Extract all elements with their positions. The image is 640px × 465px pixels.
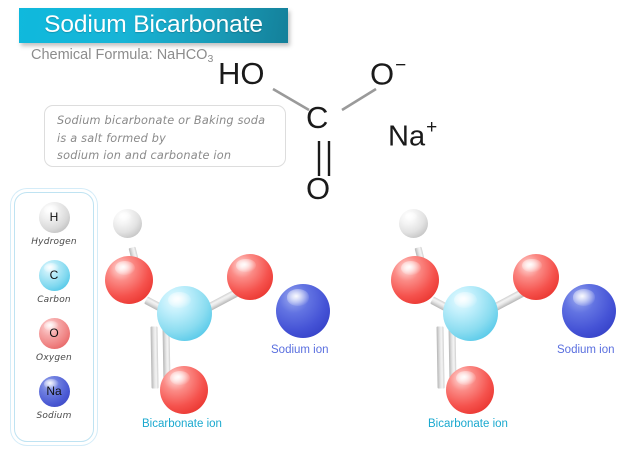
structure-sodium-charge: + [426, 117, 438, 138]
atom-highlight [168, 291, 192, 308]
carbon-sphere-icon: C [38, 260, 70, 291]
description-line-1: Sodium bicarbonate or Baking soda [57, 114, 266, 127]
structure-oxide-charge: − [395, 55, 407, 76]
legend-item-carbon: C Carbon [15, 260, 93, 318]
chemical-formula-subscript: 3 [207, 52, 214, 65]
sodium-label: Sodium [36, 411, 72, 421]
sodium-sphere-icon: Na [38, 376, 70, 407]
atom-sodium-ion [562, 284, 616, 338]
structure-oxide-symbol: O [370, 56, 395, 92]
hydrogen-label: Hydrogen [31, 237, 77, 247]
atom-highlight [169, 370, 190, 386]
legend-item-hydrogen: H Hydrogen [15, 202, 93, 260]
atom-oxygen-carbonyl [160, 366, 208, 414]
atom-highlight [404, 211, 417, 221]
bond-c-o-double-a [436, 326, 445, 389]
carbon-symbol: C [49, 268, 59, 282]
structural-formula: HO C O− O Na+ [190, 48, 470, 213]
page-title: Sodium Bicarbonate [44, 11, 263, 39]
structure-atom-hydroxyl: HO [218, 56, 265, 91]
atom-highlight [400, 260, 421, 276]
hydrogen-symbol: H [49, 210, 59, 224]
atom-carbon-center [157, 286, 212, 341]
legend-item-oxygen: O Oxygen [15, 318, 93, 376]
carbon-label: Carbon [37, 295, 71, 305]
atom-highlight [286, 289, 310, 306]
molecule-model-left: Bicarbonate ion Sodium ion [96, 196, 356, 446]
atom-legend-panel: H Hydrogen C Carbon O Oxygen Na Sodium [14, 192, 94, 442]
atom-carbon-center [443, 286, 498, 341]
bicarbonate-ion-label: Bicarbonate ion [428, 418, 508, 430]
atom-hydrogen [399, 209, 428, 238]
description-line-2: is a salt formed by [57, 131, 167, 145]
atom-sodium-ion [276, 284, 330, 338]
description-box: Sodium bicarbonate or Baking soda is a s… [44, 105, 286, 167]
atom-oxygen-hydroxyl [105, 256, 153, 304]
atom-highlight [454, 291, 478, 308]
atom-oxygen-carbonyl [446, 366, 494, 414]
atom-highlight [522, 258, 542, 273]
oxygen-label: Oxygen [36, 353, 72, 363]
chemical-formula-subtitle: Chemical Formula: NaHCO3 [31, 47, 214, 65]
structure-atom-sodium: Na+ [388, 117, 438, 153]
structure-sodium-symbol: Na [388, 120, 426, 153]
atom-highlight [455, 370, 476, 386]
sodium-ion-label: Sodium ion [557, 344, 615, 356]
sodium-ion-label: Sodium ion [271, 344, 329, 356]
atom-oxygen-terminal [227, 254, 273, 300]
atom-highlight [572, 289, 596, 306]
atom-highlight [114, 260, 135, 276]
bond-c-o-double-a [150, 326, 159, 389]
atom-hydrogen [113, 209, 142, 238]
sodium-symbol: Na [46, 384, 62, 398]
oxygen-symbol: O [49, 326, 59, 340]
atom-highlight [236, 258, 256, 273]
hydrogen-sphere-icon: H [38, 202, 70, 233]
bicarbonate-ion-label: Bicarbonate ion [142, 418, 222, 430]
structure-atom-oxide: O− [370, 55, 407, 92]
legend-item-sodium: Na Sodium [15, 376, 93, 434]
atom-oxygen-terminal [513, 254, 559, 300]
title-banner: Sodium Bicarbonate [19, 8, 288, 43]
oxygen-sphere-icon: O [38, 318, 70, 349]
molecule-model-right: Bicarbonate ion Sodium ion [382, 196, 640, 446]
atom-highlight [118, 211, 131, 221]
chemical-formula-text: Chemical Formula: NaHCO [31, 47, 208, 63]
atom-oxygen-hydroxyl [391, 256, 439, 304]
structure-atom-carbon: C [306, 100, 329, 135]
structure-atom-carbonyl: O [306, 171, 331, 206]
description-line-3: sodium ion and carbonate ion [57, 149, 232, 162]
structural-formula-bonds [272, 87, 377, 176]
